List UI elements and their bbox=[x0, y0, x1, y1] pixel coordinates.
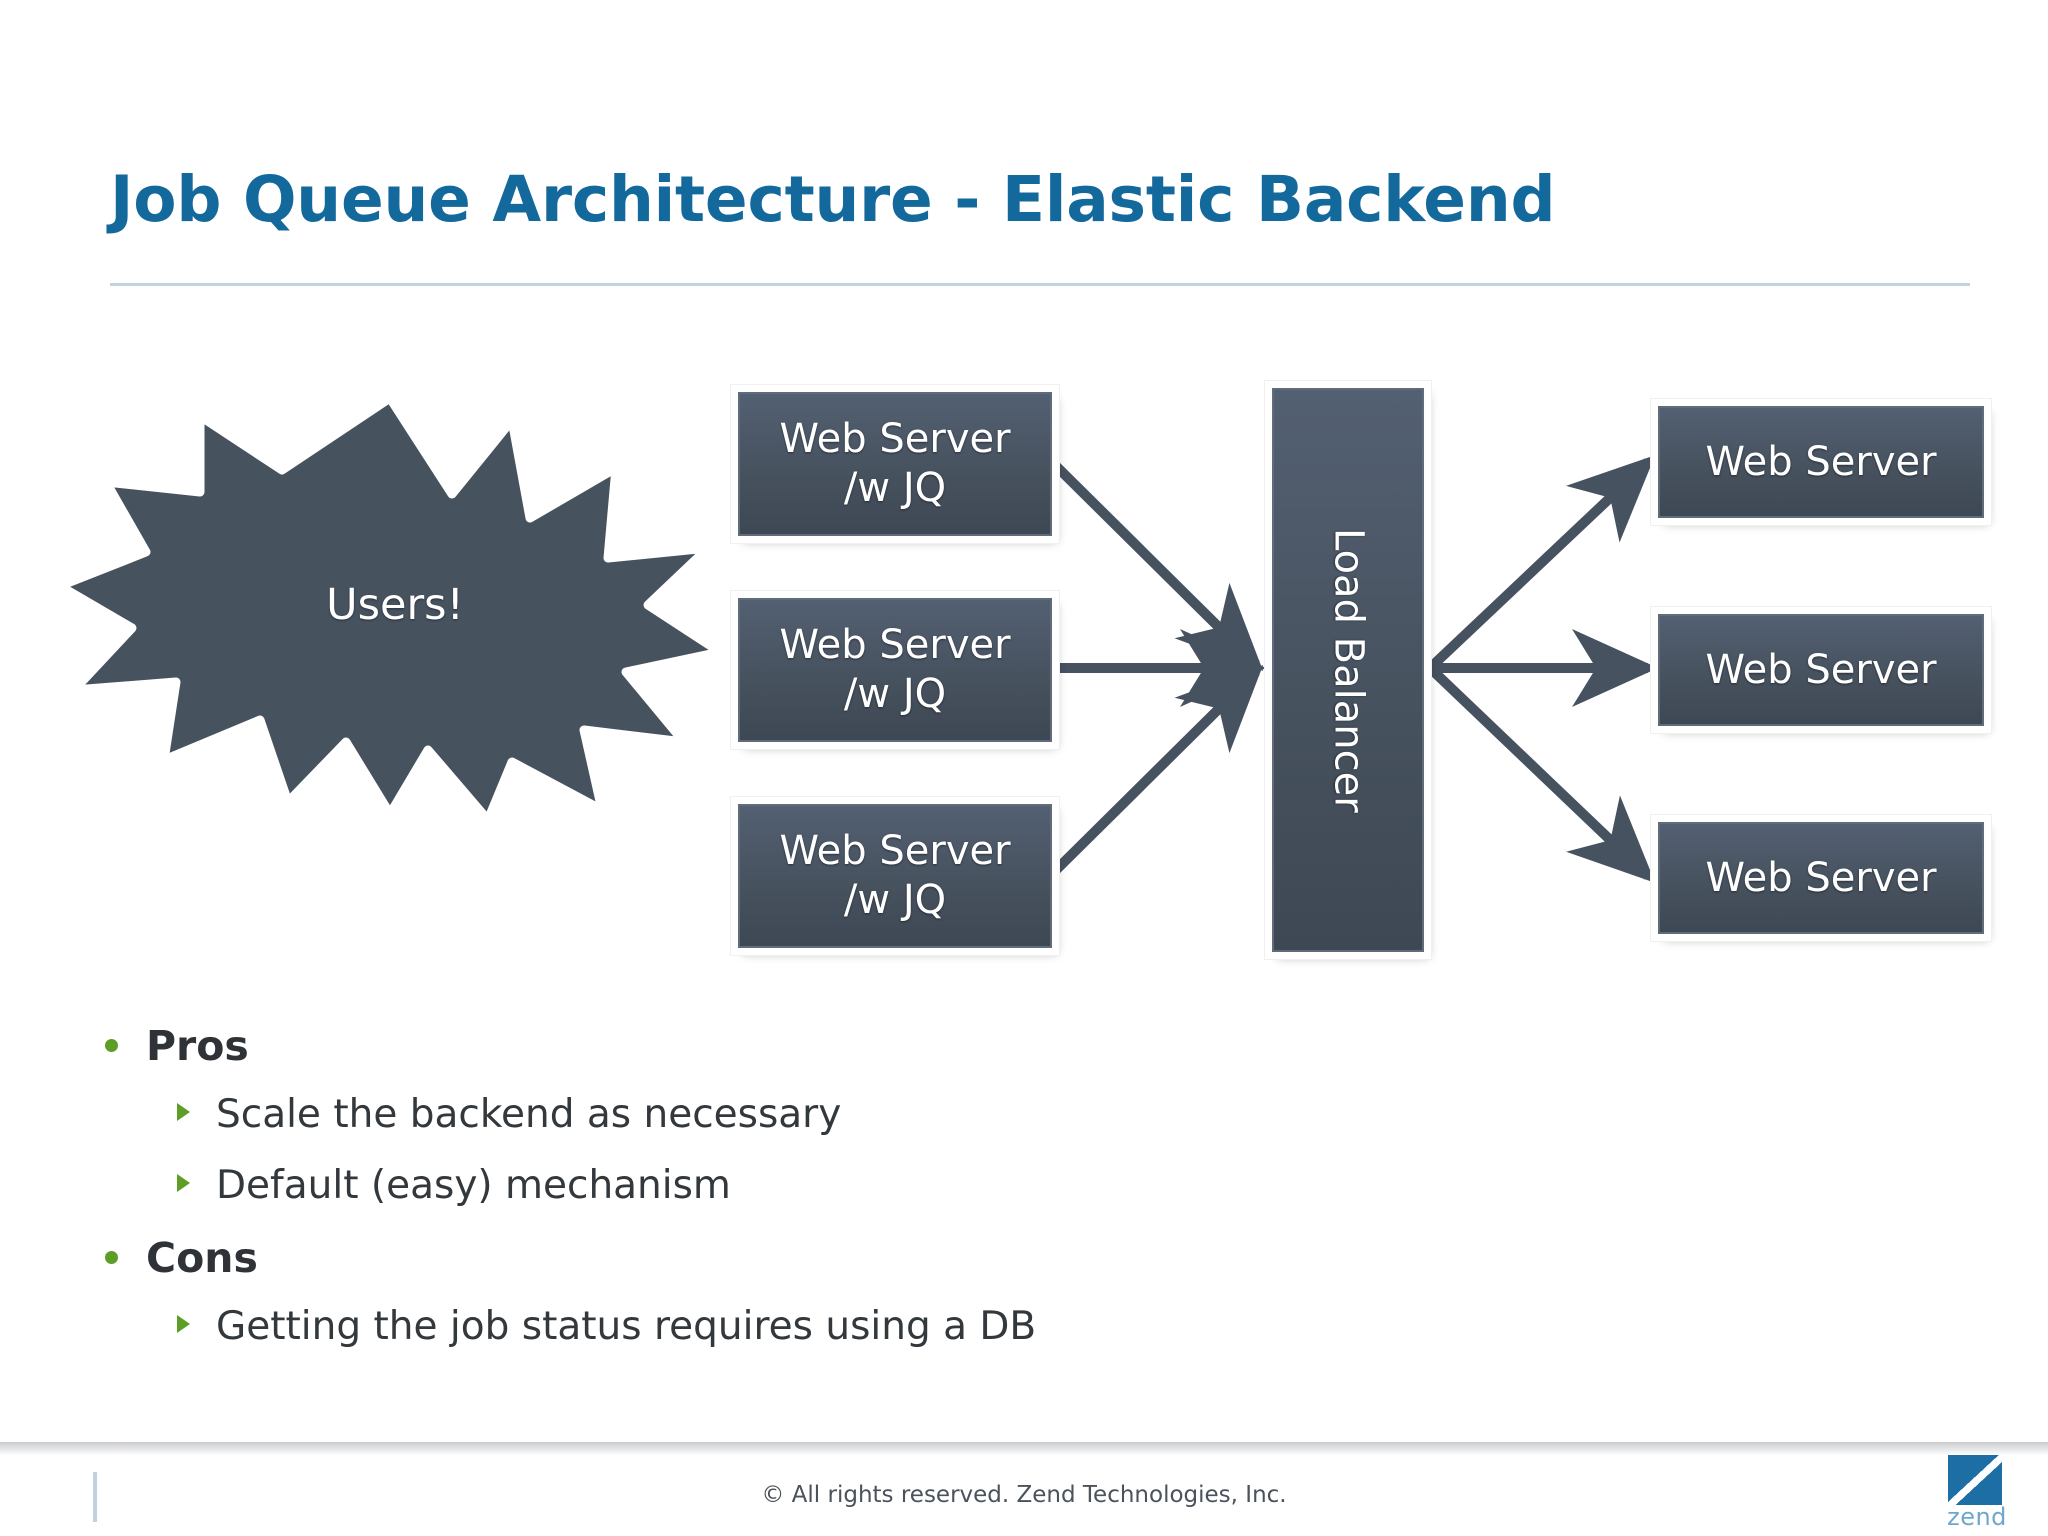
arrow-lb-to-backend1 bbox=[1426, 455, 1656, 672]
users-node-label: Users! bbox=[326, 580, 464, 630]
zend-wordmark: zend bbox=[1947, 1503, 2007, 1531]
bullet-item-default-mechanism: Default (easy) mechanism bbox=[177, 1163, 1605, 1208]
node-label-line2: /w JQ bbox=[843, 671, 947, 717]
bullet-heading-pros: Pros bbox=[105, 1022, 1605, 1070]
bullet-heading-label: Pros bbox=[146, 1022, 249, 1070]
node-label-line1: Web Server bbox=[779, 828, 1011, 875]
bullet-item-label: Getting the job status requires using a … bbox=[216, 1304, 1037, 1349]
node-label: Web Server bbox=[1705, 854, 1937, 901]
bullet-dot-icon bbox=[105, 1251, 118, 1264]
arrow-ws1-to-lb bbox=[1048, 458, 1264, 672]
page-title: Job Queue Architecture - Elastic Backend bbox=[110, 163, 1556, 236]
node-label: Web Server bbox=[1705, 438, 1937, 485]
node-label-line2: /w JQ bbox=[843, 465, 947, 511]
bullet-heading-cons: Cons bbox=[105, 1234, 1605, 1282]
bullet-list: Pros Scale the backend as necessary Defa… bbox=[105, 1022, 1605, 1375]
footer-accent-tick bbox=[93, 1472, 97, 1522]
bullet-triangle-icon bbox=[177, 1174, 190, 1192]
node-label-line1: Web Server bbox=[779, 416, 1011, 463]
bullet-heading-label: Cons bbox=[146, 1234, 258, 1282]
users-starburst-shape bbox=[60, 390, 720, 820]
node-backend-web-server-1[interactable]: Web Server bbox=[1658, 406, 1984, 518]
architecture-diagram: Users! Web Server /w JQ Web Server /w JQ… bbox=[0, 370, 2048, 1020]
bullet-triangle-icon bbox=[177, 1315, 190, 1333]
node-label: Web Server bbox=[1705, 646, 1937, 693]
node-backend-web-server-2[interactable]: Web Server bbox=[1658, 614, 1984, 726]
node-web-server-jq-3[interactable]: Web Server /w JQ bbox=[738, 804, 1052, 948]
zend-mark-icon bbox=[1948, 1455, 2002, 1505]
bullet-item-label: Scale the backend as necessary bbox=[216, 1092, 842, 1137]
bullet-item-scale-backend: Scale the backend as necessary bbox=[177, 1092, 1605, 1137]
bullet-item-job-status-db: Getting the job status requires using a … bbox=[177, 1304, 1605, 1349]
bullet-triangle-icon bbox=[177, 1103, 190, 1121]
node-label-line2: /w JQ bbox=[843, 877, 947, 923]
arrow-lb-to-backend3 bbox=[1426, 664, 1656, 883]
bullet-dot-icon bbox=[105, 1039, 118, 1052]
arrow-ws3-to-lb bbox=[1048, 664, 1264, 878]
node-web-server-jq-2[interactable]: Web Server /w JQ bbox=[738, 598, 1052, 742]
title-block: Job Queue Architecture - Elastic Backend bbox=[110, 168, 1970, 278]
footer-copyright: © All rights reserved. Zend Technologies… bbox=[761, 1482, 1287, 1508]
node-load-balancer[interactable]: Load Balancer bbox=[1272, 388, 1424, 952]
node-load-balancer-label: Load Balancer bbox=[1325, 527, 1372, 813]
title-divider bbox=[110, 283, 1970, 286]
bullet-item-label: Default (easy) mechanism bbox=[216, 1163, 731, 1208]
zend-logo: zend bbox=[1938, 1455, 2016, 1531]
node-web-server-jq-1[interactable]: Web Server /w JQ bbox=[738, 392, 1052, 536]
node-backend-web-server-3[interactable]: Web Server bbox=[1658, 822, 1984, 934]
node-label-line1: Web Server bbox=[779, 622, 1011, 669]
footer-band bbox=[0, 1442, 2048, 1536]
